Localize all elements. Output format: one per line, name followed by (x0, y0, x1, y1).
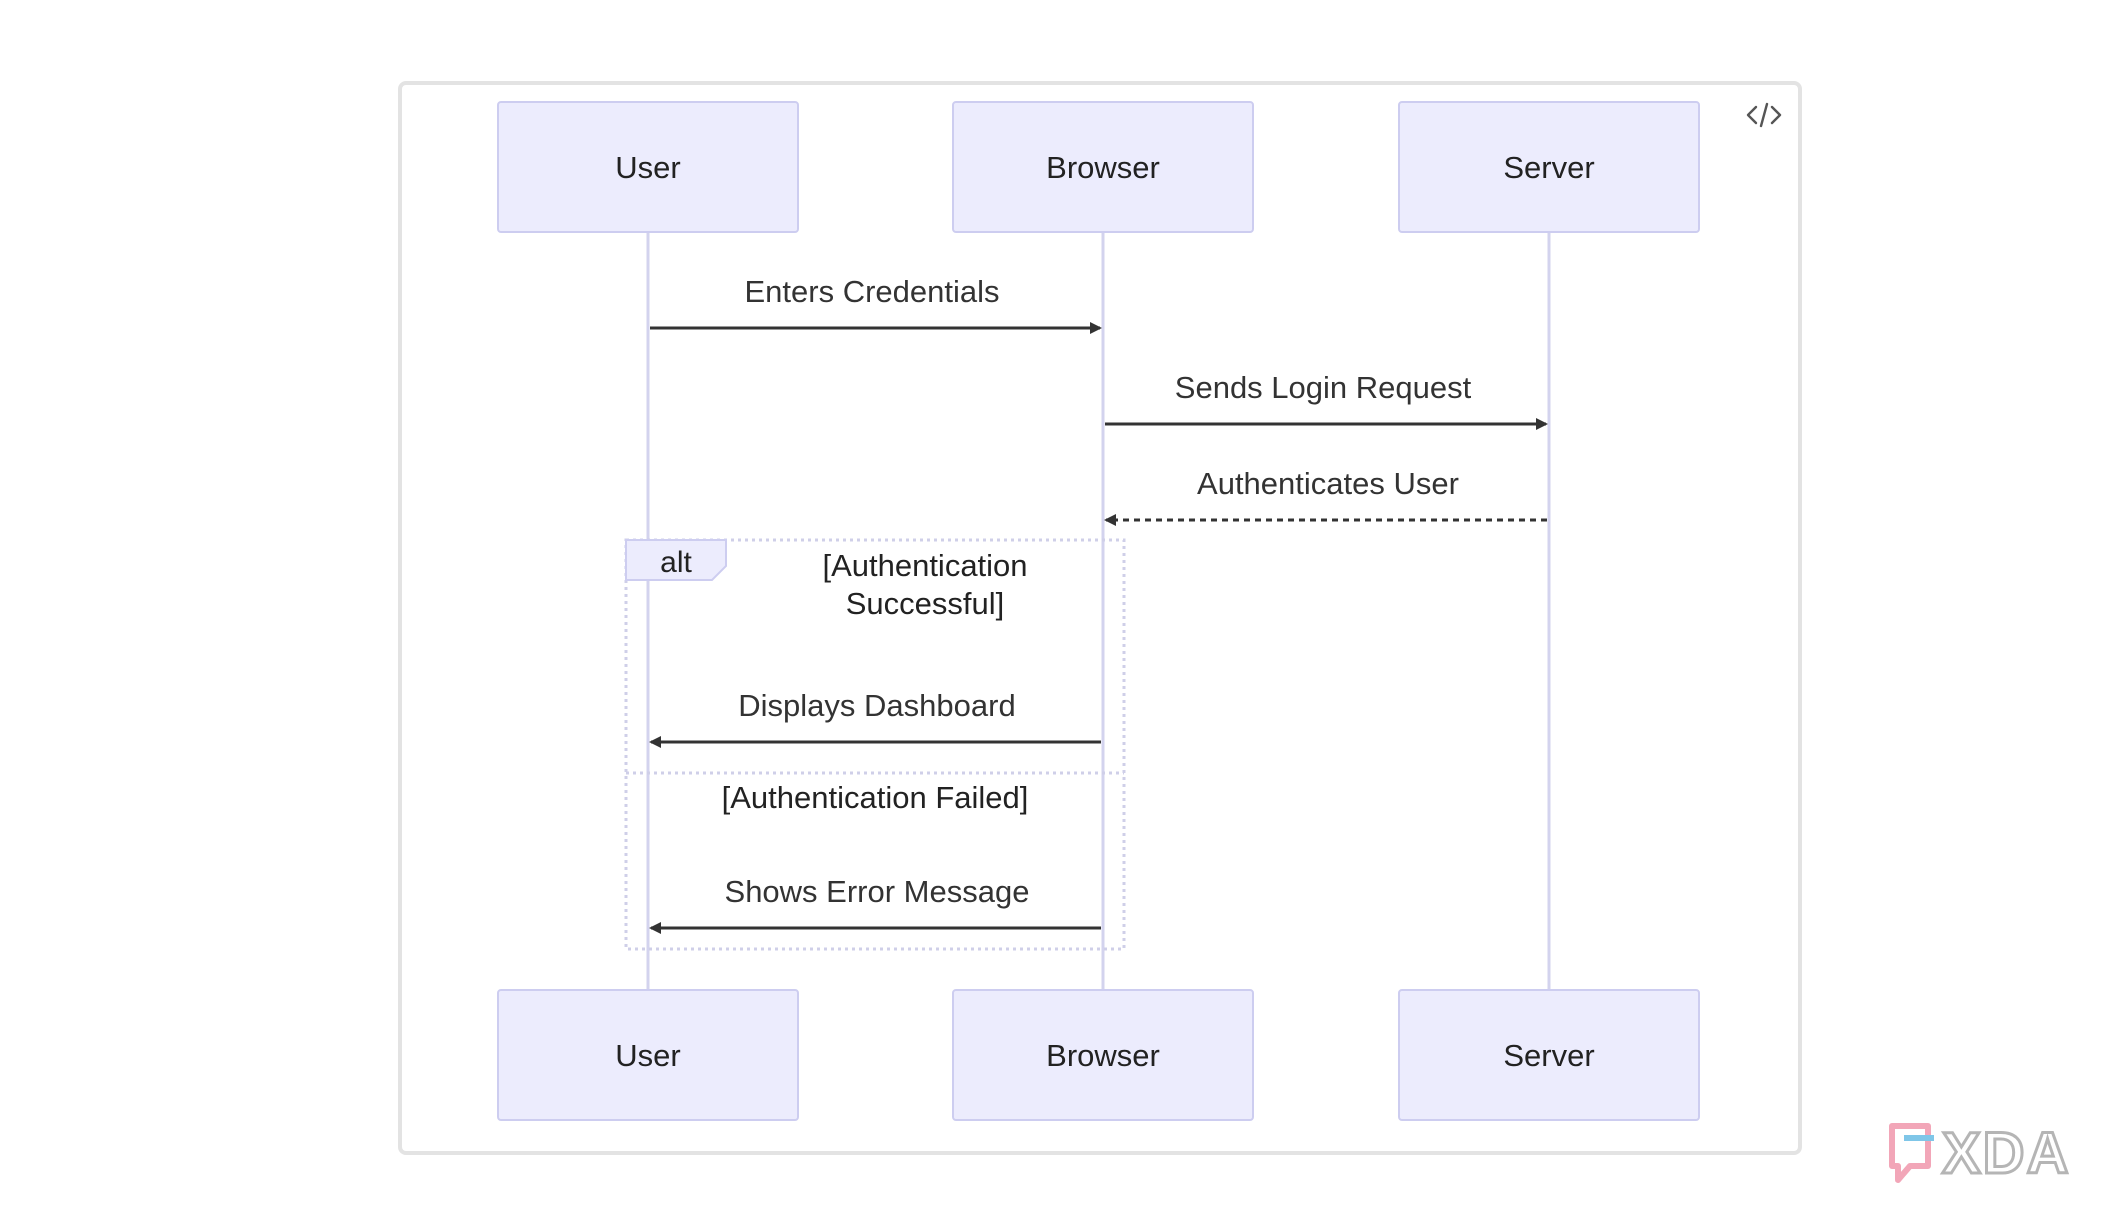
message-label: Authenticates User (1197, 466, 1459, 501)
participant-server-bottom[interactable]: Server (1398, 989, 1700, 1121)
message-label: Displays Dashboard (738, 688, 1015, 723)
participant-label: Browser (1046, 150, 1160, 185)
message-shows-error-message: Shows Error Message (649, 874, 1101, 934)
watermark-text: XDA (1940, 1120, 2071, 1188)
participant-browser-bottom[interactable]: Browser (952, 989, 1254, 1121)
message-sends-login-request: Sends Login Request (1105, 370, 1548, 430)
alt-condition-line1: [Authentication (822, 548, 1027, 583)
participant-server-top[interactable]: Server (1398, 101, 1700, 233)
alt-condition-line2: Successful] (846, 586, 1005, 621)
alt-label-box (625, 539, 727, 581)
message-displays-dashboard: Displays Dashboard (649, 688, 1101, 748)
diagram-frame (398, 81, 1802, 1155)
message-label: Shows Error Message (725, 874, 1030, 909)
message-authenticates-user: Authenticates User (1104, 466, 1547, 526)
alt-keyword: alt (660, 546, 692, 579)
xda-watermark: XDA (1884, 1118, 2084, 1188)
alt-else-condition: [Authentication Failed] (722, 780, 1029, 815)
alt-block: alt [Authentication Successful] [Authent… (624, 538, 1126, 951)
participant-user-top[interactable]: User (497, 101, 799, 233)
xda-logo-icon (1889, 1123, 1934, 1183)
message-label: Enters Credentials (744, 274, 999, 309)
participant-user-bottom[interactable]: User (497, 989, 799, 1121)
participant-label: User (615, 150, 680, 185)
message-label: Sends Login Request (1175, 370, 1472, 405)
participant-label: Server (1503, 1038, 1594, 1073)
participant-browser-top[interactable]: Browser (952, 101, 1254, 233)
participant-label: Server (1503, 150, 1594, 185)
message-enters-credentials: Enters Credentials (650, 274, 1102, 334)
participant-label: User (615, 1038, 680, 1073)
code-icon[interactable] (1744, 100, 1784, 130)
participant-label: Browser (1046, 1038, 1160, 1073)
